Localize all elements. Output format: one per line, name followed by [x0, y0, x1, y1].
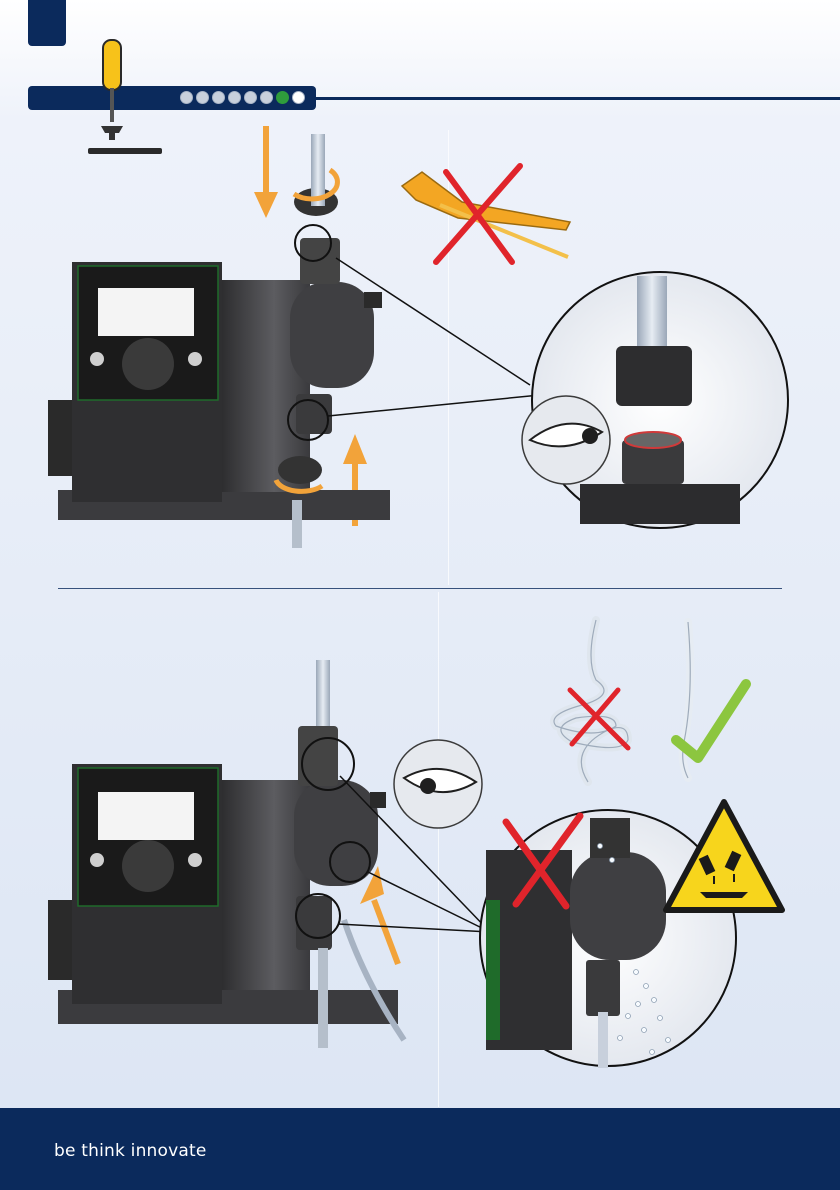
- arrow-down-icon: [254, 126, 278, 218]
- pipe-wrench-icon: [402, 172, 570, 257]
- illustration-canvas: [0, 0, 840, 1108]
- footer-tagline: be think innovate: [54, 1141, 207, 1161]
- pump-illustration-top: [48, 134, 390, 548]
- coiled-tube-icon: [554, 620, 628, 782]
- screwdriver-icon: [88, 40, 162, 154]
- arrow-diagonal-icon: [360, 866, 398, 964]
- eye-icon: [522, 396, 610, 484]
- eye-icon: [394, 740, 482, 828]
- pump-illustration-bottom: [48, 660, 404, 1048]
